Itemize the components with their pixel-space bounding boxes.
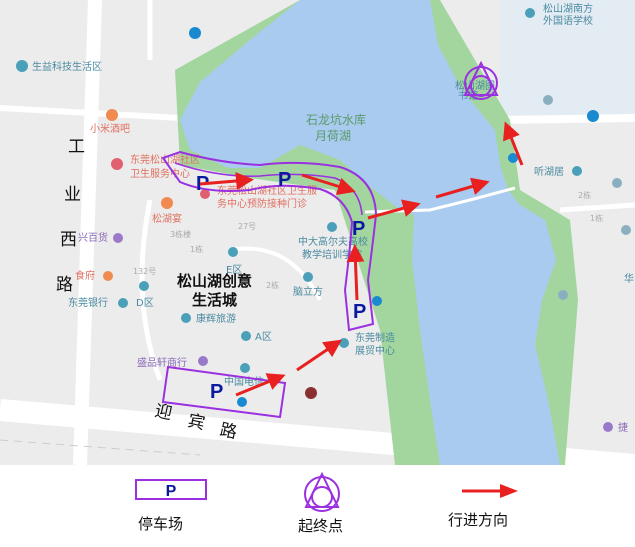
poi-shengyi: 生益科技生活区 bbox=[32, 60, 102, 73]
direction-arrows bbox=[199, 121, 524, 397]
legend-direction-label: 行进方向 bbox=[448, 511, 509, 529]
legend-parking-symbol: P bbox=[135, 479, 207, 500]
shop-icon bbox=[113, 233, 123, 243]
legend: P 停车场 起终点 行进方向 bbox=[0, 465, 635, 547]
poi-hua: 华 bbox=[624, 272, 634, 285]
poi-jie: 捷 bbox=[618, 421, 628, 434]
direction-arrow bbox=[503, 121, 524, 166]
road-label-gongye: 路 bbox=[56, 275, 73, 295]
lake-name-label: 月荷湖 bbox=[315, 128, 351, 143]
poi-shifu: 食府 bbox=[75, 269, 95, 282]
poi-golf-line2: 教学培训学院 bbox=[302, 248, 362, 261]
legend-start-end-label: 起终点 bbox=[298, 517, 344, 535]
kfc-icon bbox=[305, 387, 317, 399]
poi-school-line2: 外国语学校 bbox=[543, 14, 593, 27]
school-campus bbox=[500, 0, 635, 115]
poi-shengpin: 盛品轩商行 bbox=[137, 356, 187, 369]
poi-bank: 东莞银行 bbox=[68, 296, 108, 309]
restaurant-icon bbox=[103, 271, 113, 281]
shop-icon bbox=[603, 422, 613, 432]
direction-arrow bbox=[296, 339, 342, 372]
direction-arrow bbox=[301, 173, 356, 196]
travel-icon bbox=[181, 313, 191, 323]
legend-arrow-icon bbox=[462, 484, 518, 498]
shop-icon bbox=[198, 356, 208, 366]
poi-icon bbox=[612, 178, 622, 188]
telecom-icon bbox=[240, 363, 250, 373]
road-label-gongye: 工 bbox=[68, 137, 85, 157]
poi-songhuyan: 松湖宴 bbox=[152, 212, 182, 225]
building-label: 2栋 bbox=[266, 280, 279, 290]
residence-icon bbox=[241, 331, 251, 341]
parking-marker: P bbox=[278, 169, 291, 191]
road-label-gongye: 业 bbox=[64, 185, 81, 205]
residence-icon bbox=[139, 281, 149, 291]
poi-icon bbox=[16, 60, 28, 72]
bank-icon bbox=[118, 298, 128, 308]
bar-icon bbox=[106, 109, 118, 121]
poi-baihuo: 兴百货 bbox=[78, 231, 108, 244]
direction-arrow bbox=[435, 177, 490, 199]
direction-arrow bbox=[367, 199, 421, 220]
hospital-icon bbox=[111, 158, 123, 170]
parking-marker: P bbox=[353, 301, 366, 323]
poi-naolifang: 脑立方 bbox=[293, 285, 323, 298]
map[interactable]: 生益科技生活区 小米酒吧 东莞松山湖社区 卫生服务中心 东莞松山湖社区卫生服 务… bbox=[0, 0, 635, 465]
residence-icon bbox=[572, 166, 582, 176]
legend-parking-p: P bbox=[165, 483, 177, 500]
expo-icon bbox=[339, 338, 349, 348]
legend-start-end-icon bbox=[304, 471, 340, 512]
building-label: 1栋 bbox=[590, 213, 603, 223]
school-icon bbox=[525, 8, 535, 18]
road-label-yingbin: 迎 bbox=[153, 401, 174, 424]
poi-tinghuju: 听湖居 bbox=[534, 166, 564, 178]
parking-icon bbox=[372, 296, 382, 306]
parking-icon bbox=[508, 153, 518, 163]
poi-icon bbox=[303, 272, 313, 282]
parking-area-lakeside[interactable] bbox=[161, 150, 378, 332]
restaurant-icon bbox=[161, 197, 173, 209]
poi-school-line1: 松山湖南方 bbox=[543, 2, 593, 15]
parking-area-yingbin[interactable] bbox=[161, 365, 287, 419]
parking-icon bbox=[587, 110, 599, 122]
poi-d-zone: D区 bbox=[136, 297, 154, 309]
legend-parking-label: 停车场 bbox=[138, 515, 184, 533]
poi-expo-line2: 展贸中心 bbox=[355, 344, 395, 357]
parking-marker: P bbox=[210, 381, 223, 403]
direction-arrow bbox=[235, 373, 286, 397]
map-labels: 生益科技生活区 小米酒吧 东莞松山湖社区 卫生服务中心 东莞松山湖社区卫生服 务… bbox=[16, 2, 634, 443]
building-label: 3栋楼 bbox=[170, 229, 191, 239]
building-label: 2栋 bbox=[578, 190, 591, 200]
parking-icon bbox=[237, 397, 247, 407]
poi-icon bbox=[558, 290, 568, 300]
parking-marker: P bbox=[352, 218, 365, 240]
poi-a-zone: A区 bbox=[255, 331, 272, 343]
poi-kanghui: 康辉旅游 bbox=[196, 312, 236, 325]
road-label-yingbin: 路 bbox=[218, 420, 239, 443]
road-label-gongye: 西 bbox=[60, 230, 77, 250]
lake-water bbox=[180, 0, 560, 465]
school-icon bbox=[327, 222, 337, 232]
direction-arrow bbox=[199, 172, 254, 190]
poi-icon bbox=[543, 95, 553, 105]
building-label: 27号 bbox=[238, 222, 256, 231]
lake-sub-label: 石龙坑水库 bbox=[306, 112, 366, 127]
poi-expo-line1: 东莞制造 bbox=[355, 331, 395, 344]
parking-icon bbox=[189, 27, 201, 39]
residence-icon bbox=[228, 247, 238, 257]
building-label: 132号 bbox=[133, 267, 156, 276]
building-label: 1栋 bbox=[190, 244, 203, 254]
hospital-icon bbox=[200, 189, 210, 199]
poi-icon bbox=[621, 225, 631, 235]
road-label-yingbin: 宾 bbox=[186, 411, 207, 434]
district-label-line2: 生活城 bbox=[192, 291, 237, 309]
direction-arrow bbox=[346, 244, 365, 301]
poi-clinic2-line2: 务中心预防接种门诊 bbox=[217, 197, 307, 210]
start-end-marker[interactable] bbox=[463, 60, 499, 100]
poi-e-zone: E区 bbox=[226, 264, 242, 276]
poi-clinic1-line2: 卫生服务中心 bbox=[130, 167, 190, 180]
poi-xiaomi: 小米酒吧 bbox=[90, 122, 130, 135]
district-label-line1: 松山湖创意 bbox=[177, 272, 252, 290]
